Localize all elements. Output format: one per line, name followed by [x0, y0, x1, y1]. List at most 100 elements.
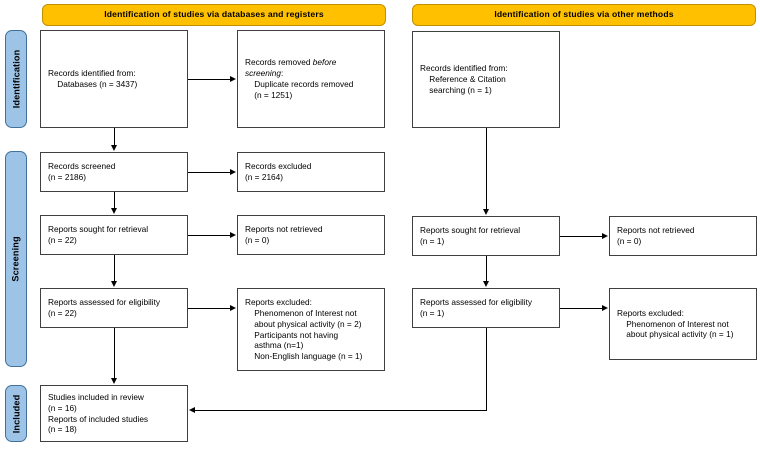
box-reports-sought: Reports sought for retrieval (n = 22) [40, 215, 188, 255]
stage-bar-identification: Identification [5, 30, 27, 128]
box-other-reports-assessed: Reports assessed for eligibility (n = 1) [412, 288, 560, 328]
arrowhead-sought-to-assessed [110, 281, 117, 287]
reports-not-retrieved-line1: Reports not retrieved [245, 224, 323, 235]
arrowhead-other-identified-to-sought [482, 209, 489, 215]
other-reports-excluded-line2: Phenomenon of Interest not [617, 318, 729, 329]
box-records-excluded-text: Records excluded (n = 2164) [238, 161, 311, 183]
box-other-reports-sought-text: Reports sought for retrieval (n = 1) [413, 225, 520, 247]
other-reports-not-retrieved-line2: (n = 0) [617, 236, 642, 246]
box-studies-included: Studies included in review (n = 16) Repo… [40, 385, 188, 442]
connector-sought-to-not-retrieved [188, 235, 230, 236]
box-reports-excluded: Reports excluded: Phenomenon of Interest… [237, 288, 385, 371]
arrowhead-identified-to-screened [110, 145, 117, 151]
stage-bar-identification-label: Identification [11, 49, 22, 109]
reports-assessed-line1: Reports assessed for eligibility [48, 297, 161, 308]
records-removed-line2b: : [280, 68, 284, 79]
studies-included-line1: Studies included in review [48, 391, 144, 402]
box-reports-not-retrieved: Reports not retrieved (n = 0) [237, 215, 385, 255]
records-removed-line4: (n = 1251) [245, 89, 293, 100]
box-records-removed: Records removed before screening: Duplic… [237, 30, 385, 128]
connector-other-to-included-horizontal [195, 410, 487, 411]
other-records-identified-line2: Reference & Citation [420, 74, 506, 85]
connector-identified-to-screened [114, 128, 115, 149]
arrowhead-assessed-to-excluded [230, 304, 236, 311]
records-excluded-line2: (n = 2164) [245, 172, 284, 182]
records-removed-line1a: Records removed [245, 57, 313, 68]
reports-sought-line2: (n = 22) [48, 235, 77, 245]
records-screened-line1: Records screened [48, 161, 116, 172]
records-removed-line2-italic: screening [245, 68, 281, 79]
studies-included-line2: (n = 16) [48, 402, 77, 413]
arrowhead-other-to-included [189, 406, 195, 413]
box-records-removed-text: Records removed before screening: Duplic… [238, 57, 353, 101]
arrowhead-identified-to-removed [230, 75, 236, 82]
box-reports-excluded-text: Reports excluded: Phenomenon of Interest… [238, 297, 362, 363]
reports-excluded-line6: Non-English language (n = 1) [245, 351, 363, 362]
box-other-reports-not-retrieved: Reports not retrieved (n = 0) [609, 216, 757, 256]
phase-header-databases-registers: Identification of studies via databases … [42, 4, 386, 26]
arrowhead-other-sought-to-assessed [482, 281, 489, 287]
other-reports-sought-line1: Reports sought for retrieval [420, 225, 521, 236]
connector-screened-to-excluded [188, 172, 230, 173]
phase-header-other-methods: Identification of studies via other meth… [412, 4, 756, 26]
records-excluded-line1: Records excluded [245, 161, 312, 172]
box-studies-included-text: Studies included in review (n = 16) Repo… [41, 392, 148, 436]
connector-identified-to-removed [188, 79, 230, 80]
connector-assessed-to-excluded [188, 308, 230, 309]
other-reports-excluded-line1: Reports excluded: [617, 307, 684, 318]
stage-bar-screening: Screening [5, 151, 27, 367]
phase-header-label: Identification of studies via other meth… [494, 9, 674, 20]
connector-other-sought-to-not-retrieved [560, 236, 602, 237]
other-reports-not-retrieved-line1: Reports not retrieved [617, 225, 695, 236]
other-reports-sought-line2: (n = 1) [420, 236, 445, 246]
box-other-reports-excluded-text: Reports excluded: Phenomenon of Interest… [610, 308, 733, 341]
connector-other-sought-to-assessed [486, 256, 487, 283]
connector-other-assessed-to-excluded [560, 308, 602, 309]
other-reports-assessed-line2: (n = 1) [420, 308, 445, 318]
records-screened-line2: (n = 2186) [48, 172, 87, 182]
reports-excluded-line2: Phenomenon of Interest not [245, 307, 357, 318]
records-identified-line2: Databases (n = 3437) [48, 79, 138, 89]
other-reports-excluded-line3: about physical activity (n = 1) [617, 329, 734, 340]
studies-included-line3: Reports of included studies [48, 413, 149, 424]
studies-included-line4: (n = 18) [48, 424, 77, 435]
box-reports-assessed-text: Reports assessed for eligibility (n = 22… [41, 297, 160, 319]
connector-sought-to-assessed [114, 255, 115, 283]
box-reports-sought-text: Reports sought for retrieval (n = 22) [41, 224, 148, 246]
box-other-reports-excluded: Reports excluded: Phenomenon of Interest… [609, 288, 757, 360]
connector-other-identified-to-sought [486, 128, 487, 212]
arrowhead-assessed-to-included [110, 378, 117, 384]
reports-assessed-line2: (n = 22) [48, 308, 77, 318]
connector-other-assessed-down [486, 328, 487, 411]
reports-excluded-line3: about physical activity (n = 2) [245, 318, 362, 329]
arrowhead-other-assessed-to-excluded [602, 304, 608, 311]
connector-assessed-to-included [114, 328, 115, 380]
box-records-identified-text: Records identified from: Databases (n = … [41, 68, 137, 90]
box-other-records-identified-text: Records identified from: Reference & Cit… [413, 63, 508, 96]
box-other-reports-not-retrieved-text: Reports not retrieved (n = 0) [610, 225, 694, 247]
box-other-records-identified: Records identified from: Reference & Cit… [412, 31, 560, 128]
reports-excluded-line1: Reports excluded: [245, 296, 312, 307]
box-records-identified: Records identified from: Databases (n = … [40, 30, 188, 128]
phase-header-label: Identification of studies via databases … [104, 9, 324, 20]
arrowhead-screened-to-excluded [230, 168, 236, 175]
reports-excluded-line5: asthma (n=1) [245, 340, 304, 351]
arrowhead-other-sought-to-not-retrieved [602, 232, 608, 239]
stage-bar-included: Included [5, 385, 27, 442]
other-reports-assessed-line1: Reports assessed for eligibility [420, 297, 533, 308]
reports-sought-line1: Reports sought for retrieval [48, 224, 149, 235]
box-other-reports-sought: Reports sought for retrieval (n = 1) [412, 216, 560, 256]
other-records-identified-line1: Records identified from: [420, 63, 508, 74]
stage-bar-included-label: Included [11, 394, 22, 433]
records-removed-line1-italic: before [312, 57, 337, 68]
box-other-reports-assessed-text: Reports assessed for eligibility (n = 1) [413, 297, 532, 319]
connector-screened-to-sought [114, 192, 115, 210]
reports-not-retrieved-line2: (n = 0) [245, 235, 270, 245]
box-records-screened-text: Records screened (n = 2186) [41, 161, 115, 183]
other-records-identified-line3: searching (n = 1) [420, 84, 492, 95]
stage-bar-screening-label: Screening [11, 236, 22, 282]
records-identified-line1: Records identified from: [48, 68, 136, 79]
reports-excluded-line4: Participants not having [245, 329, 339, 340]
records-removed-line3: Duplicate records removed [245, 79, 354, 89]
